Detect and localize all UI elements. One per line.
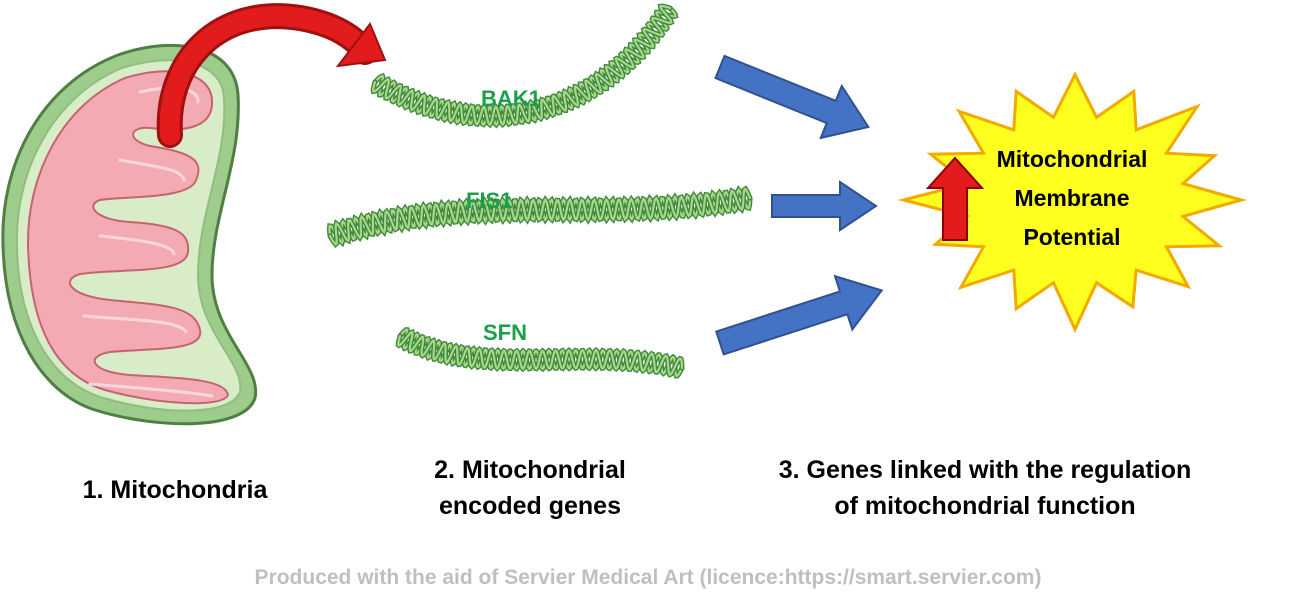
- gene-label-sfn: SFN: [483, 320, 527, 345]
- attribution-footer: Produced with the aid of Servier Medical…: [254, 566, 1042, 589]
- blue-arrow-icon-2: [771, 180, 878, 232]
- burst-label: Mitochondrial Membrane Potential: [966, 140, 1178, 257]
- caption-step-1-line-1: 1. Mitochondria: [82, 476, 268, 504]
- mitochondrion-cristae: [26, 70, 230, 405]
- burst-label-line-1: Mitochondrial: [996, 146, 1148, 172]
- mitochondrion-illustration: [1, 43, 258, 426]
- caption-step-2: 2. Mitochondrial encoded genes: [390, 452, 670, 524]
- dna-strand-sfn: [395, 326, 685, 379]
- gene-label-bak1: BAK1: [481, 86, 541, 111]
- dna-strands: [326, 3, 753, 379]
- caption-step-2-line-1: 2. Mitochondrial: [434, 456, 626, 484]
- blue-arrow-icon-3: [715, 274, 884, 356]
- caption-step-3-line-2: of mitochondrial function: [834, 492, 1136, 520]
- dna-strand-sfn-backbone-2: [397, 330, 684, 377]
- caption-step-1: 1. Mitochondria: [40, 472, 310, 508]
- burst-label-line-3: Potential: [1023, 224, 1121, 250]
- burst-label-line-2: Membrane: [1014, 185, 1130, 211]
- explosion-burst-shape: [897, 71, 1247, 333]
- dna-strand-fis1-backbone-2: [328, 187, 752, 246]
- gene-label-fis1: FIS1: [466, 188, 513, 213]
- caption-step-2-line-2: encoded genes: [439, 492, 621, 520]
- curved-arrow-icon: [156, 3, 387, 148]
- dna-strand-bak1: [370, 3, 679, 129]
- red-up-arrow-icon: [925, 156, 985, 241]
- blue-arrow-icon-1: [714, 54, 870, 140]
- dna-strand-bak1-backbone-2: [371, 4, 673, 127]
- caption-step-3-line-1: 3. Genes linked with the regulation: [778, 456, 1192, 484]
- dna-strand-fis1: [326, 185, 753, 249]
- caption-step-3: 3. Genes linked with the regulation of m…: [730, 452, 1240, 524]
